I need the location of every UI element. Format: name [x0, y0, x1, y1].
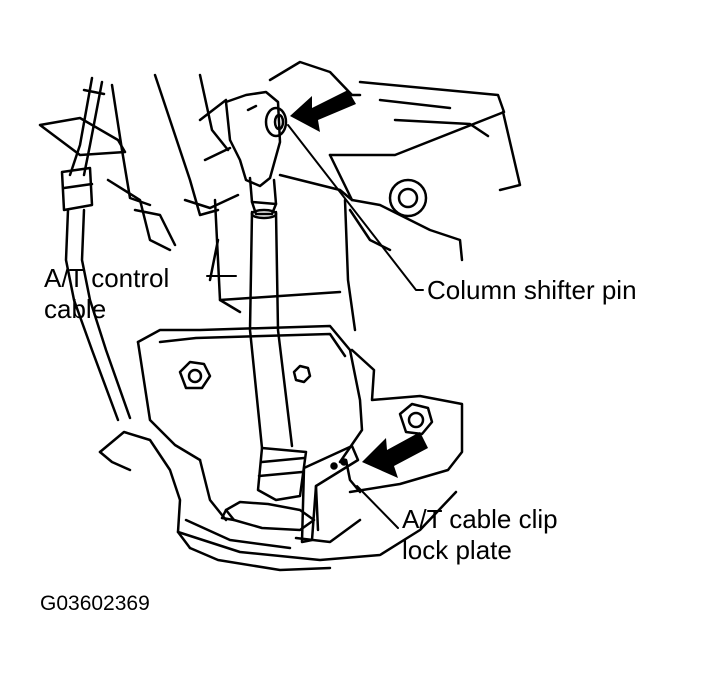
callout-arrows	[290, 90, 428, 478]
lower-bracket-plate	[98, 324, 464, 572]
leader-lines	[206, 124, 424, 529]
label-clip-plate-line1: A/T cable clip	[402, 504, 558, 534]
arrow-to-clip-plate	[362, 432, 428, 478]
figure-code: G03602369	[40, 592, 150, 615]
label-at-control-cable-line1: A/T control	[44, 263, 170, 293]
arrow-to-shifter-pin	[290, 90, 356, 132]
label-at-control-cable-line2: cable	[44, 294, 107, 324]
lower-right-bolt	[398, 402, 434, 436]
small-nut	[292, 364, 312, 384]
steering-column-body	[208, 198, 357, 332]
leader-line-shifter-pin	[287, 124, 424, 291]
upper-control-cable	[38, 76, 132, 422]
control-rod	[248, 208, 308, 502]
label-clip-plate-line2: lock plate	[402, 535, 512, 565]
label-at-cable-clip-lock-plate: A/T cable clip lock plate	[402, 504, 558, 566]
label-at-control-cable: A/T control cable	[44, 263, 169, 325]
column-shifter-pin	[264, 106, 288, 138]
shifter-arm	[183, 90, 282, 216]
wire-clip	[220, 500, 316, 532]
label-column-shifter-pin: Column shifter pin	[427, 275, 637, 305]
cable-clip-lock-plate	[300, 444, 362, 544]
leader-line-clip-plate	[356, 485, 399, 529]
upper-bolt	[388, 178, 428, 218]
upper-bracket	[106, 60, 522, 262]
lower-left-bolt	[178, 360, 212, 390]
